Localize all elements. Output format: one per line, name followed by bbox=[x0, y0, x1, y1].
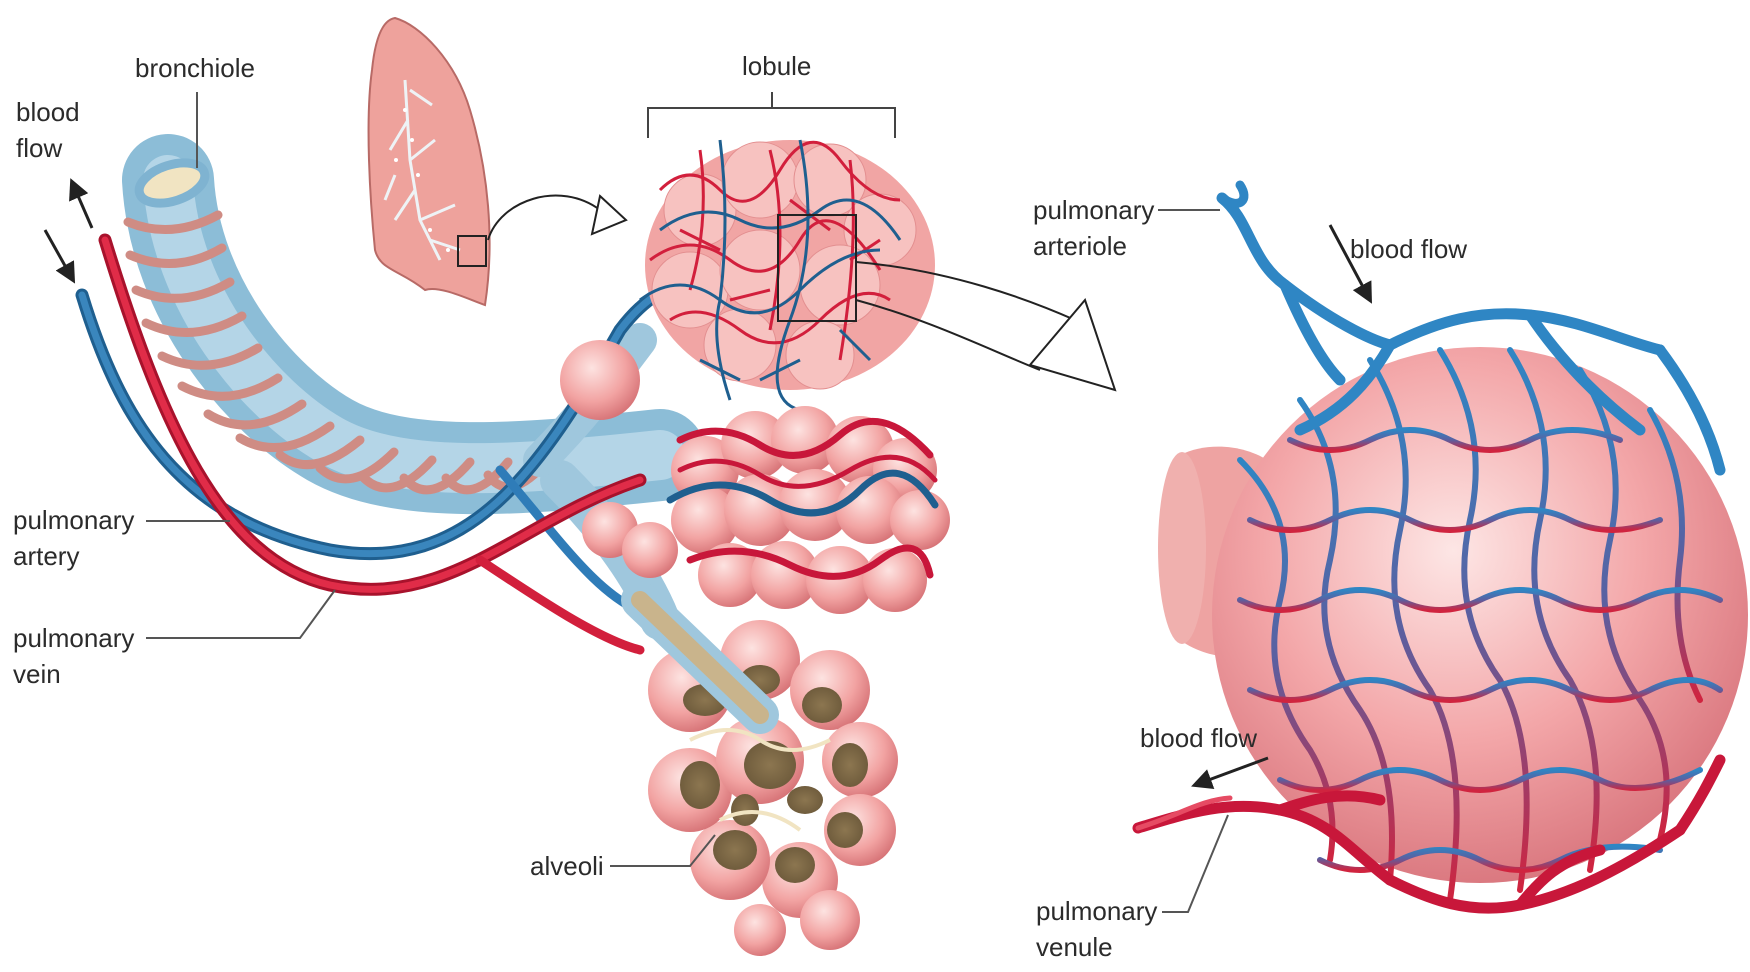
label-pulmonary-vein: pulmonary vein bbox=[13, 620, 134, 692]
label-alveoli: alveoli bbox=[530, 848, 604, 884]
label-pulmonary-artery-line-2: artery bbox=[13, 538, 134, 574]
label-pulmonary-artery-line-1: pulmonary bbox=[13, 502, 134, 538]
label-pulmonary-artery: pulmonary artery bbox=[13, 502, 134, 574]
label-bronchiole: bronchiole bbox=[135, 50, 255, 86]
label-pulmonary-arteriole: pulmonary arteriole bbox=[1033, 192, 1154, 264]
alveolus-magnified bbox=[1138, 185, 1748, 908]
label-blood-flow-bottom-right: blood flow bbox=[1140, 720, 1257, 756]
label-pulmonary-arteriole-line-1: pulmonary bbox=[1033, 192, 1154, 228]
blood-flow-arrows-left bbox=[45, 182, 92, 280]
label-pulmonary-arteriole-line-2: arteriole bbox=[1033, 228, 1154, 264]
lung-thumbnail bbox=[369, 18, 490, 305]
label-pulmonary-venule-line-1: pulmonary bbox=[1036, 893, 1157, 929]
label-pulmonary-vein-line-2: vein bbox=[13, 656, 134, 692]
alveoli-cross-section bbox=[640, 600, 898, 956]
label-lobule: lobule bbox=[742, 48, 811, 84]
lobule-bracket bbox=[648, 92, 895, 138]
label-blood-flow-left: blood flow bbox=[16, 94, 80, 166]
label-blood-flow-left-line-2: flow bbox=[16, 130, 80, 166]
label-pulmonary-venule: pulmonary venule bbox=[1036, 893, 1157, 965]
label-pulmonary-venule-line-2: venule bbox=[1036, 929, 1157, 965]
label-blood-flow-left-line-1: blood bbox=[16, 94, 80, 130]
lobule-capillary-cluster bbox=[640, 140, 935, 410]
label-blood-flow-top-right: blood flow bbox=[1350, 231, 1467, 267]
label-pulmonary-vein-line-1: pulmonary bbox=[13, 620, 134, 656]
zoom-arrow-lung-to-lobule bbox=[488, 196, 626, 240]
